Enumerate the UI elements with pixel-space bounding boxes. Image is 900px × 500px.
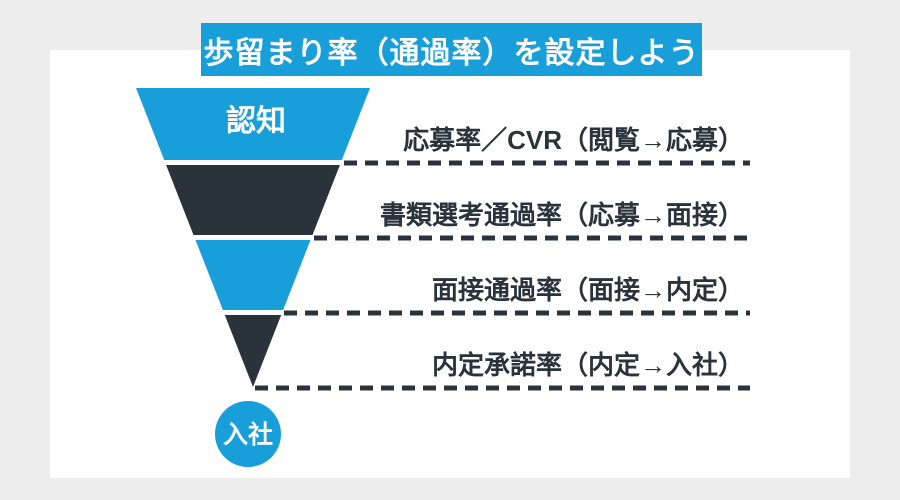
- page-title: 歩留まり率（通過率）を設定しよう: [201, 23, 702, 76]
- stage-rate-label-document-screening: 書類選考通過率（応募→面接）: [379, 200, 744, 230]
- funnel-bottom-circle: [215, 401, 281, 467]
- funnel-segment-2: [166, 165, 340, 235]
- funnel-top-stage-label: 認知: [226, 104, 286, 138]
- stage-rate-label-offer-acceptance: 内定承諾率（内定→入社）: [431, 350, 744, 380]
- funnel-segment-4: [224, 315, 282, 387]
- funnel-segment-1: [136, 88, 370, 160]
- stage-rate-label-application: 応募率／CVR（閲覧→応募）: [403, 125, 744, 155]
- funnel-segment-3: [195, 240, 311, 310]
- funnel-bottom-stage-label: 入社: [223, 420, 273, 449]
- stage-rate-label-interview-pass: 面接通過率（面接→内定）: [431, 275, 744, 305]
